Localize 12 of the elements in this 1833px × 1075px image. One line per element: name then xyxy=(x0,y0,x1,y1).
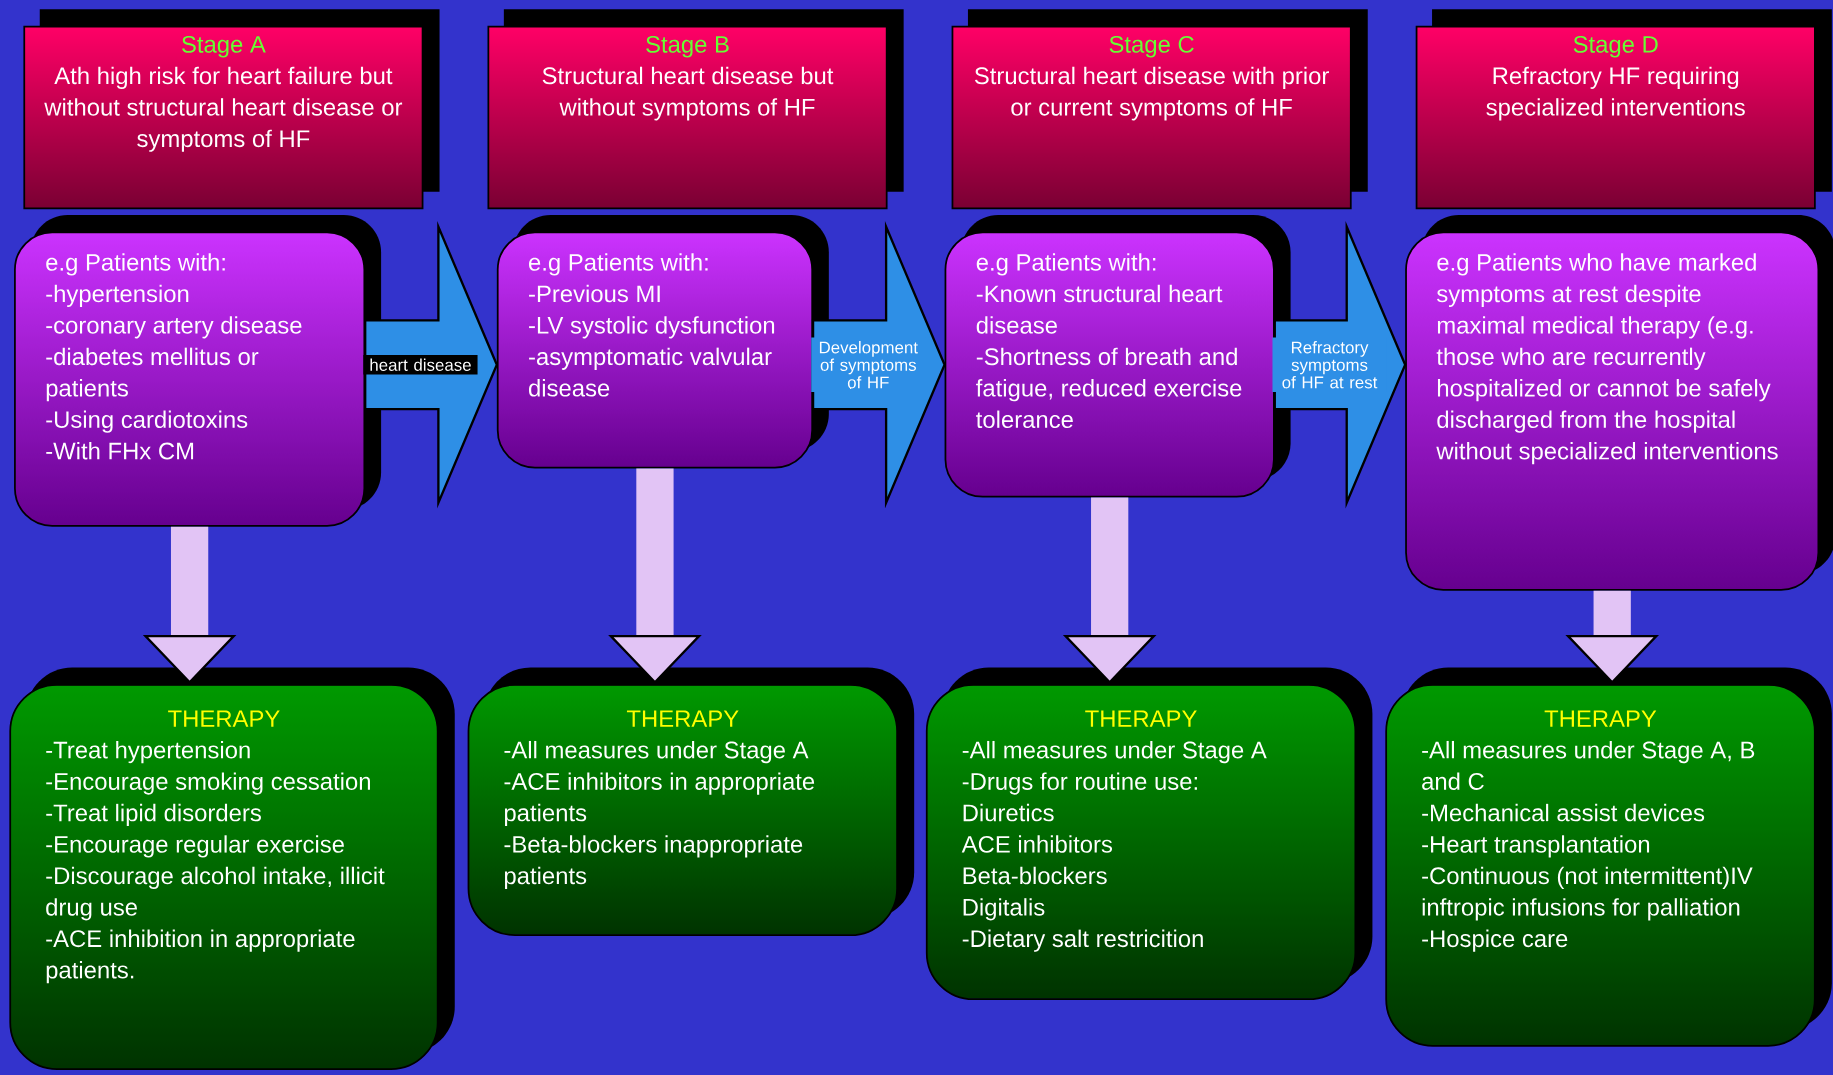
edge-label: heart disease xyxy=(363,354,478,375)
therapy-box: THERAPY -Treat hypertension -Encourage smoking cessation -Treat lipid disorders -Encourage regular exercise -Discourage alcohol intake, illicit drug use -ACE inhibition in appropriate patients. xyxy=(9,667,455,1070)
therapy-box: THERAPY -All measures under Stage A -ACE inhibitors in appropriate patients -Beta-blockers inappropriate patients xyxy=(467,667,915,936)
edge-label: Refractory symptoms of HF at rest xyxy=(1272,337,1387,392)
stage-box: Stage C Structural heart disease with prior or current symptoms of HF xyxy=(951,9,1368,209)
stage-box: Stage B Structural heart disease but without symptoms of HF xyxy=(487,9,904,209)
stage-box: Stage D Refractory HF requiring specialized interventions xyxy=(1415,9,1832,209)
patients-box: e.g Patients who have marked symptoms at rest despite maximal medical therapy (e.g. those who are recurrently hospitalized or cannot be safely discharged from the hospital without specialized interventions xyxy=(1405,214,1833,591)
therapy-box: THERAPY -All measures under Stage A -Drugs for routine use: Diuretics ACE inhibitors Beta-blockers Digitalis -Dietary salt restricition xyxy=(925,667,1373,1000)
edge-label: Development of symptoms of HF xyxy=(811,337,926,392)
therapy-box: THERAPY -All measures under Stage A, B and C -Mechanical assist devices -Heart transplantation -Continuous (not intermittent)IV inftropic infusions for palliation -Hospice care xyxy=(1385,667,1832,1047)
stage-box: Stage A Ath high risk for heart failure but without structural heart disease or symptoms of HF xyxy=(23,9,440,209)
